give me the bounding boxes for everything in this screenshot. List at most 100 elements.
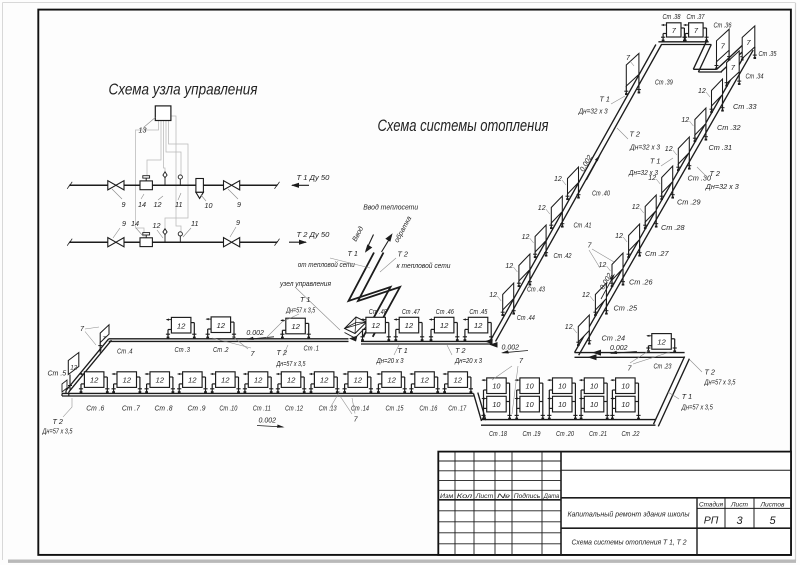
svg-text:Т 2: Т 2 (398, 250, 408, 259)
svg-text:10: 10 (590, 382, 598, 391)
svg-text:Дн=57 х 3,5: Дн=57 х 3,5 (42, 429, 73, 436)
svg-text:12: 12 (454, 376, 463, 385)
svg-text:Ст .8: Ст .8 (155, 406, 173, 413)
svg-text:0.002: 0.002 (610, 345, 628, 352)
svg-text:10: 10 (558, 400, 566, 409)
svg-text:12: 12 (405, 321, 414, 330)
svg-text:7: 7 (746, 38, 751, 47)
svg-text:12: 12 (665, 146, 673, 153)
svg-text:12: 12 (474, 321, 483, 330)
svg-text:Кол: Кол (457, 493, 473, 500)
svg-text:Дн=57 х 3,5: Дн=57 х 3,5 (285, 308, 315, 315)
svg-text:12: 12 (291, 322, 300, 331)
svg-text:10: 10 (205, 201, 213, 210)
svg-text:12: 12 (582, 292, 590, 299)
svg-text:12: 12 (420, 376, 429, 385)
svg-text:7: 7 (721, 41, 726, 50)
svg-text:Т 2: Т 2 (710, 169, 720, 178)
svg-text:Ст .35: Ст .35 (759, 51, 777, 58)
svg-text:Ст .1: Ст .1 (304, 346, 320, 353)
svg-text:Т 2 Ду 50: Т 2 Ду 50 (297, 230, 331, 239)
svg-text:12: 12 (371, 321, 380, 330)
svg-text:узел управления: узел управления (279, 279, 331, 288)
svg-text:Т 1: Т 1 (682, 392, 692, 401)
svg-text:7: 7 (672, 26, 677, 35)
svg-text:Ввод теплосети: Ввод теплосети (363, 203, 418, 212)
svg-text:Ст .43: Ст .43 (527, 287, 545, 294)
svg-text:7: 7 (251, 349, 256, 358)
svg-text:12: 12 (70, 365, 78, 372)
svg-text:Ст .24: Ст .24 (602, 334, 626, 343)
svg-text:11: 11 (191, 219, 198, 228)
svg-text:Т 1: Т 1 (300, 295, 310, 304)
svg-text:к тепловой сети: к тепловой сети (397, 261, 451, 270)
svg-text:Т 1 Ду 50: Т 1 Ду 50 (297, 173, 331, 182)
svg-text:Ст .20: Ст .20 (556, 431, 574, 438)
svg-text:Схема системы отопления: Схема системы отопления (378, 116, 549, 135)
svg-text:Ст .23: Ст .23 (654, 364, 672, 371)
svg-text:Изм: Изм (440, 493, 454, 500)
svg-text:Ст .2: Ст .2 (213, 347, 229, 354)
svg-text:10: 10 (492, 400, 500, 409)
svg-text:12: 12 (123, 376, 132, 385)
svg-text:0.002: 0.002 (502, 345, 520, 352)
svg-text:Лист: Лист (475, 493, 494, 500)
svg-text:12: 12 (320, 376, 329, 385)
svg-text:Т 2: Т 2 (705, 368, 715, 377)
svg-text:Ст .6: Ст .6 (86, 406, 104, 413)
svg-text:3: 3 (736, 515, 743, 527)
svg-text:Стадия: Стадия (699, 501, 724, 508)
svg-text:Ст .22: Ст .22 (622, 431, 640, 438)
svg-text:Ст .12: Ст .12 (285, 406, 303, 413)
svg-text:Листов: Листов (759, 501, 785, 508)
svg-text:Ст .15: Ст .15 (386, 406, 404, 413)
svg-text:12: 12 (565, 324, 573, 331)
svg-text:9: 9 (122, 200, 126, 209)
svg-text:РП: РП (704, 515, 719, 527)
svg-text:Ст .39: Ст .39 (655, 80, 673, 87)
svg-text:12: 12 (254, 376, 263, 385)
svg-text:Ст .7: Ст .7 (122, 406, 141, 413)
svg-text:9: 9 (237, 200, 241, 209)
svg-text:Ст .48: Ст .48 (369, 309, 387, 316)
svg-text:Дн=32 х 3: Дн=32 х 3 (705, 184, 739, 191)
svg-text:Т 2: Т 2 (455, 346, 465, 355)
svg-text:Ст .46: Ст .46 (436, 309, 454, 316)
svg-text:12: 12 (287, 376, 296, 385)
svg-text:Ст .14: Ст .14 (351, 406, 369, 413)
svg-text:Ст .36: Ст .36 (714, 23, 732, 30)
svg-text:Т 2: Т 2 (53, 417, 63, 426)
svg-text:10: 10 (492, 382, 500, 391)
svg-text:от тепловой сети: от тепловой сети (298, 260, 355, 269)
svg-text:12: 12 (648, 175, 656, 182)
svg-text:10: 10 (526, 400, 534, 409)
svg-text:7: 7 (694, 26, 699, 35)
svg-text:10: 10 (621, 400, 629, 409)
svg-text:Ст .38: Ст .38 (663, 14, 681, 21)
svg-text:Ст .25: Ст .25 (614, 304, 638, 313)
svg-text:12: 12 (221, 376, 230, 385)
svg-text:Ст .34: Ст .34 (746, 74, 764, 81)
svg-text:Т 1: Т 1 (397, 346, 407, 355)
svg-text:Ст .4: Ст .4 (117, 349, 133, 356)
svg-text:Ст .5: Ст .5 (48, 371, 67, 378)
svg-text:Лист: Лист (730, 501, 748, 508)
svg-text:Ст .44: Ст .44 (517, 315, 535, 322)
svg-text:Т 1: Т 1 (650, 157, 660, 166)
svg-text:7: 7 (102, 336, 106, 342)
svg-text:14: 14 (131, 219, 139, 228)
svg-text:Ст .40: Ст .40 (592, 191, 610, 198)
svg-text:7: 7 (354, 415, 359, 424)
svg-text:7: 7 (80, 324, 85, 333)
svg-text:Т 1: Т 1 (600, 95, 610, 104)
svg-text:12: 12 (156, 376, 165, 385)
svg-text:12: 12 (489, 292, 497, 299)
svg-text:11: 11 (175, 200, 182, 209)
svg-text:Ст .19: Ст .19 (523, 431, 541, 438)
svg-text:12: 12 (387, 376, 396, 385)
svg-text:12: 12 (538, 205, 546, 212)
svg-text:Ст .17: Ст .17 (448, 406, 467, 413)
svg-text:Ст .45: Ст .45 (469, 309, 487, 316)
svg-text:12: 12 (681, 117, 689, 124)
svg-text:12: 12 (505, 263, 513, 270)
